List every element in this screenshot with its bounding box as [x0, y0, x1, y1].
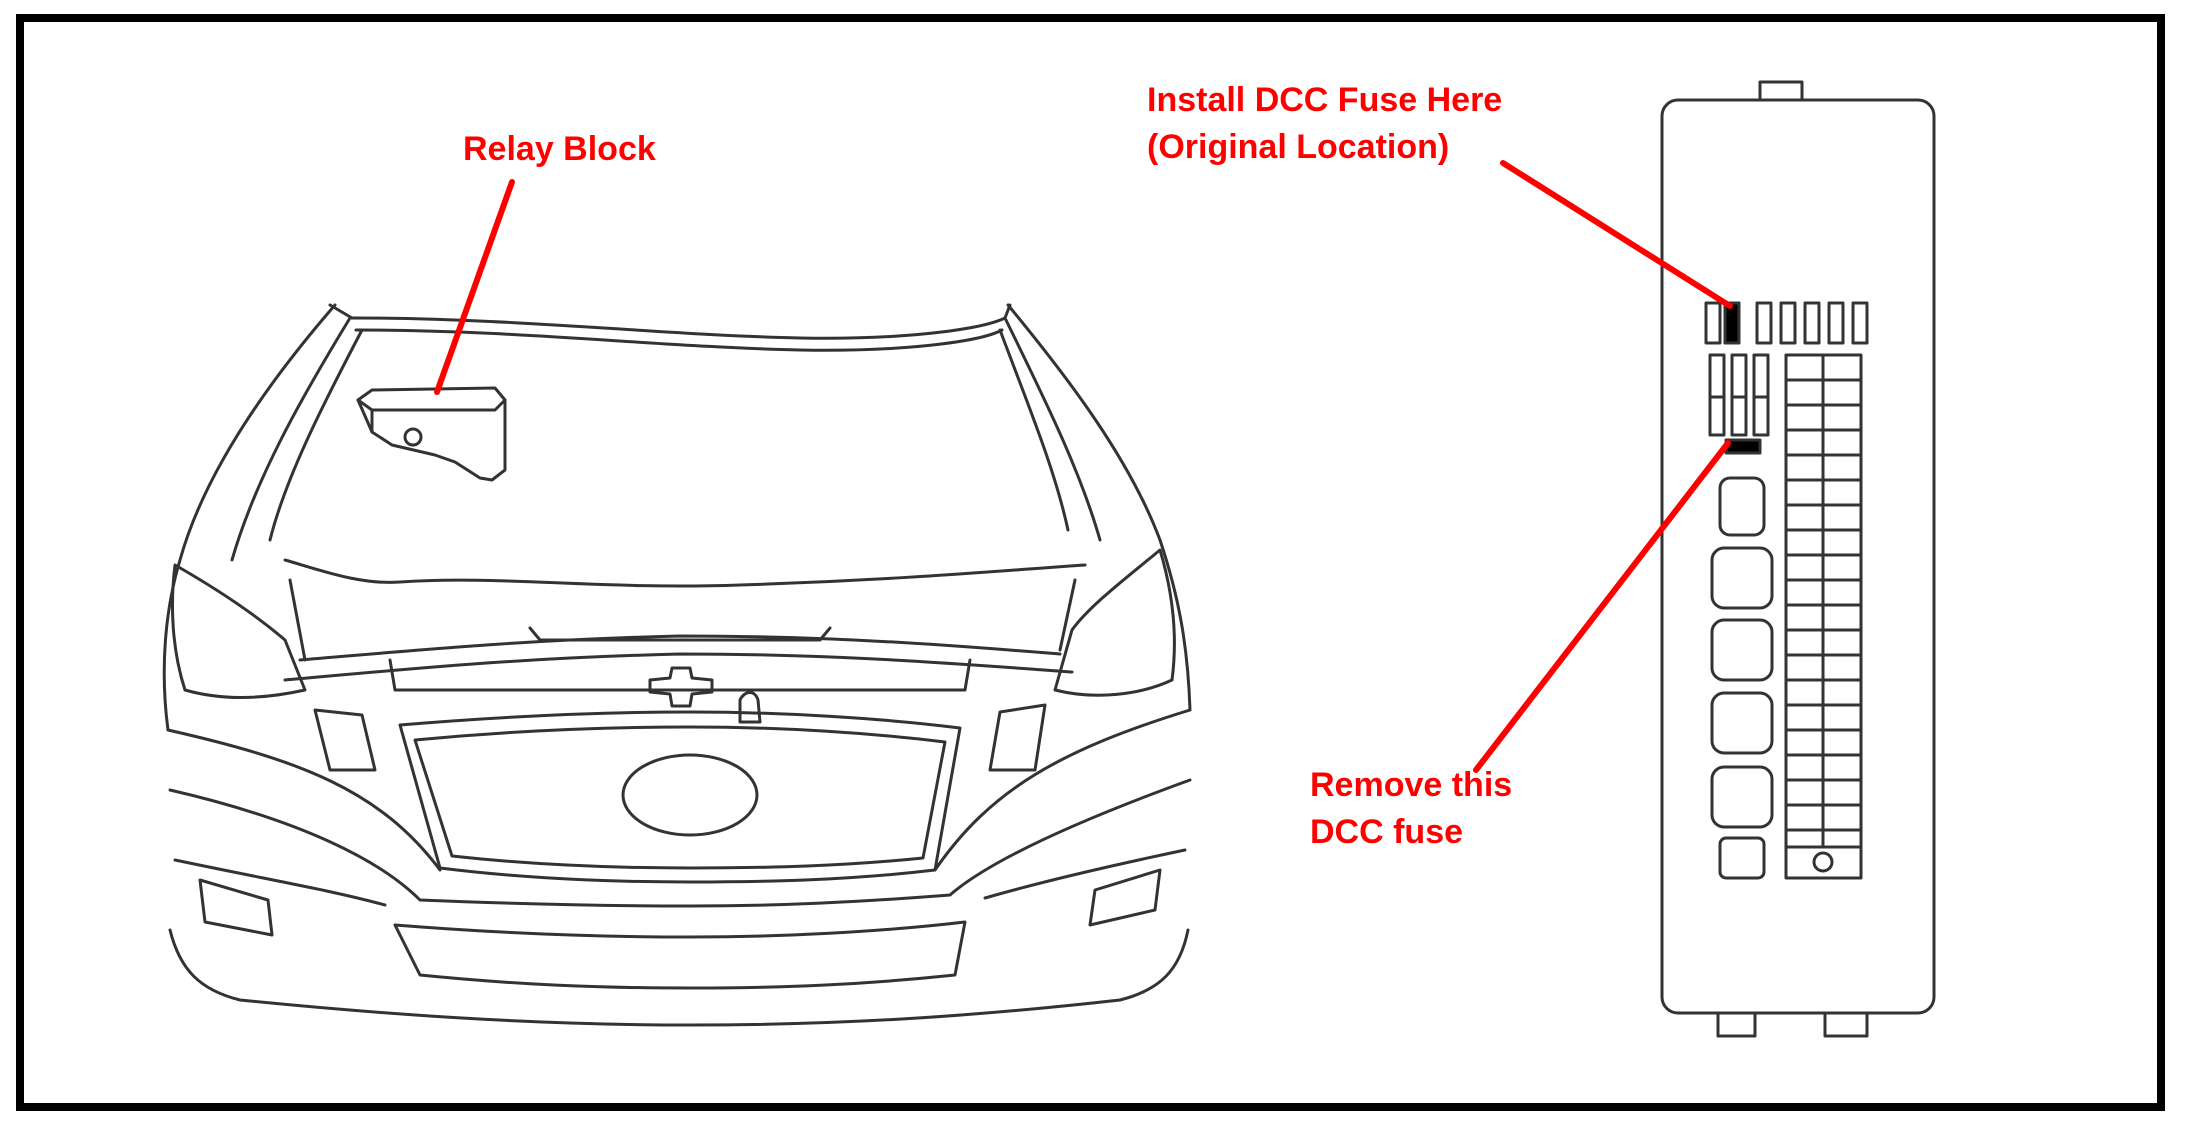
install-fuse-leader-line: [1500, 160, 1733, 309]
relay-block-label: Relay Block: [463, 130, 656, 168]
fuse-grid: [1784, 353, 1863, 880]
remove-fuse-label-line2: DCC fuse: [1310, 813, 1464, 851]
relay-block-diagram: [1660, 80, 1936, 1038]
remove-fuse-leader-line: [1473, 440, 1731, 773]
callout-lines: [434, 160, 1733, 773]
install-fuse-label-line2: (Original Location): [1147, 128, 1450, 166]
install-fuse-label: Install DCC Fuse Here (Original Location…: [1147, 77, 1502, 171]
install-fuse-label-line1: Install DCC Fuse Here: [1147, 81, 1503, 119]
relay-block-leader-line: [434, 179, 515, 395]
remove-fuse-label-line1: Remove this: [1310, 766, 1513, 804]
car-illustration: [162, 303, 1192, 1027]
dcc-fuse: [1724, 438, 1762, 455]
diagram-frame: [16, 14, 2165, 1111]
remove-fuse-label: Remove this DCC fuse: [1310, 762, 1512, 856]
original-fuse-slot: [1723, 301, 1741, 345]
